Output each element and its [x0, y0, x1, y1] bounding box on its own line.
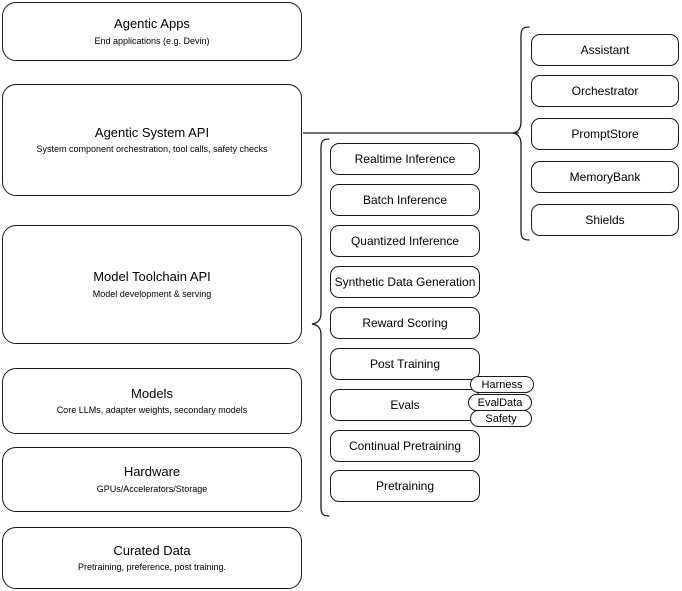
- system-components-brace: [512, 26, 530, 241]
- component-label: MemoryBank: [569, 169, 641, 184]
- badge-label: EvalData: [477, 396, 523, 409]
- layer-subtitle: System component orchestration, tool cal…: [36, 144, 268, 154]
- toolchain-component-pretraining[interactable]: Pretraining: [330, 470, 480, 502]
- stack-layer-agentic-system-api[interactable]: Agentic System API System component orch…: [2, 84, 302, 196]
- component-label: Synthetic Data Generation: [334, 274, 476, 289]
- toolchain-components-brace: [311, 138, 330, 517]
- layer-subtitle: Pretraining, preference, post training.: [77, 562, 227, 572]
- stack-layer-agentic-apps[interactable]: Agentic Apps End applications (e.g. Devi…: [2, 2, 302, 61]
- evals-badge-evaldata[interactable]: EvalData: [468, 394, 532, 411]
- evals-badge-harness[interactable]: Harness: [470, 376, 534, 393]
- component-label: Orchestrator: [571, 83, 639, 98]
- component-label: Evals: [390, 397, 420, 412]
- stack-layer-hardware[interactable]: Hardware GPUs/Accelerators/Storage: [2, 447, 302, 512]
- layer-title: Agentic System API: [94, 124, 210, 140]
- layer-title: Models: [131, 385, 173, 401]
- stack-layer-models[interactable]: Models Core LLMs, adapter weights, secon…: [2, 368, 302, 434]
- evals-badge-safety[interactable]: Safety: [470, 410, 532, 427]
- system-component-shields[interactable]: Shields: [531, 204, 679, 236]
- system-component-orchestrator[interactable]: Orchestrator: [531, 75, 679, 107]
- stack-layer-model-toolchain-api[interactable]: Model Toolchain API Model development & …: [2, 225, 302, 344]
- layer-subtitle: Core LLMs, adapter weights, secondary mo…: [56, 405, 248, 415]
- toolchain-component-reward-scoring[interactable]: Reward Scoring: [330, 307, 480, 339]
- layer-title: Curated Data: [113, 542, 191, 558]
- toolchain-component-realtime-inference[interactable]: Realtime Inference: [330, 143, 480, 175]
- layer-subtitle: End applications (e.g. Devin): [94, 35, 210, 46]
- layer-title: Model Toolchain API: [93, 269, 211, 285]
- stack-layer-curated-data[interactable]: Curated Data Pretraining, preference, po…: [2, 527, 302, 589]
- component-label: PromptStore: [571, 126, 639, 141]
- toolchain-component-evals[interactable]: Evals: [330, 389, 480, 421]
- component-label: Post Training: [369, 356, 441, 371]
- layer-title: Hardware: [123, 464, 181, 480]
- toolchain-component-post-training[interactable]: Post Training: [330, 348, 480, 380]
- layer-title: Agentic Apps: [114, 16, 190, 32]
- badge-label: Harness: [481, 378, 523, 391]
- system-component-promptstore[interactable]: PromptStore: [531, 118, 679, 150]
- component-label: Continual Pretraining: [348, 438, 462, 453]
- layer-subtitle: GPUs/Accelerators/Storage: [96, 483, 208, 494]
- toolchain-component-continual-pretraining[interactable]: Continual Pretraining: [330, 430, 480, 462]
- system-component-memorybank[interactable]: MemoryBank: [531, 161, 679, 193]
- toolchain-component-quantized-inference[interactable]: Quantized Inference: [330, 225, 480, 257]
- component-label: Realtime Inference: [354, 151, 456, 166]
- component-label: Batch Inference: [362, 192, 448, 207]
- component-label: Shields: [585, 212, 625, 227]
- component-label: Reward Scoring: [362, 315, 448, 330]
- component-label: Pretraining: [375, 478, 435, 493]
- toolchain-component-synthetic-data-generation[interactable]: Synthetic Data Generation: [330, 266, 480, 298]
- toolchain-component-batch-inference[interactable]: Batch Inference: [330, 184, 480, 216]
- layer-subtitle: Model development & serving: [92, 288, 212, 299]
- system-component-assistant[interactable]: Assistant: [531, 34, 679, 66]
- component-label: Assistant: [580, 42, 630, 57]
- badge-label: Safety: [485, 412, 517, 425]
- component-label: Quantized Inference: [350, 233, 460, 248]
